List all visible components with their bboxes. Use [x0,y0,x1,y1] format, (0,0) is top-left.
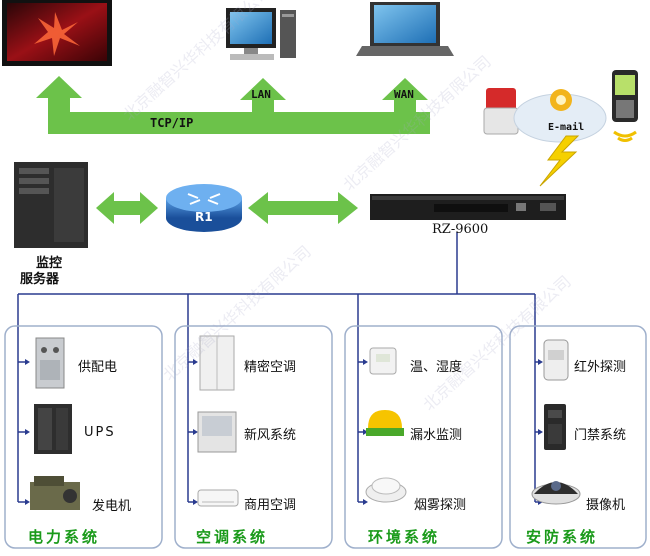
rz9600-device-icon [370,194,566,220]
email-cloud-icon [513,89,607,143]
siren-icon [483,88,519,135]
link-arrow-server-router [96,192,158,224]
laptop-icon [356,2,454,56]
fresh-air-label: 新风系统 [244,428,297,443]
mobile-phone-icon [612,70,638,142]
fresh-air-unit-icon [197,411,237,453]
precision-ac-label: 精密空调 [244,360,297,375]
device-model-label: RZ-9600 [432,222,489,237]
infrared-sensor-icon [543,339,569,381]
desktop-computer-icon [226,8,296,60]
ups-cabinet-icon [34,404,72,454]
bus-tree [17,232,536,502]
smoke-detector-icon [365,477,407,503]
server-label-line1: 监控 [36,256,63,271]
temp-humidity-sensor-icon [369,347,397,375]
power-system-title: 电力系统 [28,528,101,546]
ups-label: UPS [84,425,116,440]
infrared-label: 红外探测 [574,360,627,375]
camera-label: 摄像机 [586,498,626,513]
smoke-detection-label: 烟雾探测 [414,498,467,513]
tcpip-label: TCP/IP [150,116,194,130]
router-icon [166,184,242,232]
power-distribution-label: 供配电 [78,360,118,375]
lightning-icon [539,135,580,187]
temp-humidity-label: 温、湿度 [410,360,463,375]
lan-label: LAN [251,88,271,101]
router-label: R1 [195,210,213,224]
email-label: E-mail [548,122,585,133]
group-frames [4,325,647,549]
security-system-title: 安防系统 [526,528,599,546]
network-bus-arrows [36,76,430,134]
hvac-system-title: 空调系统 [196,528,269,546]
generator-label: 发电机 [92,499,132,514]
commercial-ac-label: 商用空调 [244,498,297,513]
split-ac-icon [197,489,239,507]
generator-icon [30,476,80,510]
server-label-line2: 服务器 [20,272,60,287]
access-control-label: 门禁系统 [574,428,627,443]
environment-system-title: 环境系统 [368,528,441,546]
access-control-reader-icon [544,404,566,450]
water-leak-label: 漏水监测 [410,428,463,443]
wan-label: WAN [394,88,414,101]
tv-monitor-icon [2,0,112,66]
camera-dome-icon [531,481,581,505]
link-arrow-router-device [248,192,358,224]
server-tower-icon [14,162,88,248]
precision-ac-icon [199,335,235,391]
water-leak-sensor-icon [366,410,404,436]
power-cabinet-icon [35,337,65,389]
